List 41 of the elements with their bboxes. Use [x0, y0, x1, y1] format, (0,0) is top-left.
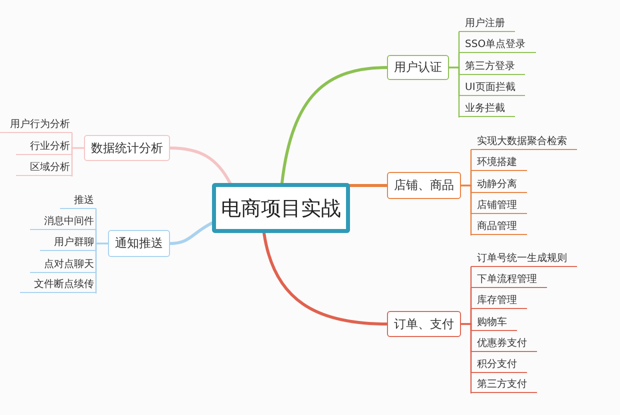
subtopic-label: 商品管理	[471, 220, 527, 235]
subtopic-label: 用户群聊	[40, 236, 96, 251]
subtopic-label: 行业分析	[16, 140, 72, 155]
subtopic-label: 环境搭建	[471, 156, 527, 171]
branch-line	[71, 147, 85, 177]
subtopic-label: 点对点聊天	[30, 258, 96, 273]
branch-line	[95, 242, 109, 294]
branch-line	[262, 232, 388, 326]
branch-topic: 订单、支付	[387, 311, 461, 337]
branch-topic: 用户认证	[387, 55, 449, 80]
subtopic-label: 优惠券支付	[471, 337, 537, 352]
subtopic-label: 区域分析	[16, 161, 72, 176]
subtopic-label: 下单流程管理	[471, 273, 547, 288]
branch-line	[168, 222, 214, 245]
subtopic-label: 用户行为分析	[0, 118, 72, 133]
subtopic-label: 用户注册	[459, 17, 515, 32]
subtopic-label: 动静分离	[471, 178, 527, 193]
branch-line	[348, 184, 388, 187]
subtopic-label: 文件断点续传	[20, 278, 96, 293]
branch-topic: 通知推送	[108, 230, 170, 257]
subtopic-label: 第三方支付	[471, 378, 537, 393]
branch-line	[460, 184, 472, 236]
branch-line	[448, 66, 460, 118]
subtopic-label: 消息中间件	[30, 215, 96, 230]
subtopic-label: 库存管理	[471, 294, 527, 309]
branch-line	[280, 66, 388, 184]
branch-topic: 店铺、商品	[387, 172, 461, 199]
subtopic-label: 购物车	[471, 316, 517, 331]
subtopic-label: 订单号统一生成规则	[471, 252, 577, 267]
subtopic-label: UI页面拦截	[459, 81, 526, 96]
branch-line	[168, 146, 232, 184]
subtopic-label: 第三方登录	[459, 60, 525, 75]
subtopic-label: 实现大数据聚合检索	[471, 135, 577, 150]
subtopic-label: 店铺管理	[471, 199, 527, 214]
subtopic-label: 积分支付	[471, 358, 527, 373]
branch-line	[460, 323, 472, 394]
branch-topic: 数据统计分析	[84, 135, 170, 161]
central-topic: 电商项目实战	[212, 183, 350, 233]
subtopic-label: SSO单点登录	[459, 38, 536, 53]
subtopic-label: 推送	[60, 194, 96, 209]
subtopic-label: 业务拦截	[459, 102, 515, 117]
